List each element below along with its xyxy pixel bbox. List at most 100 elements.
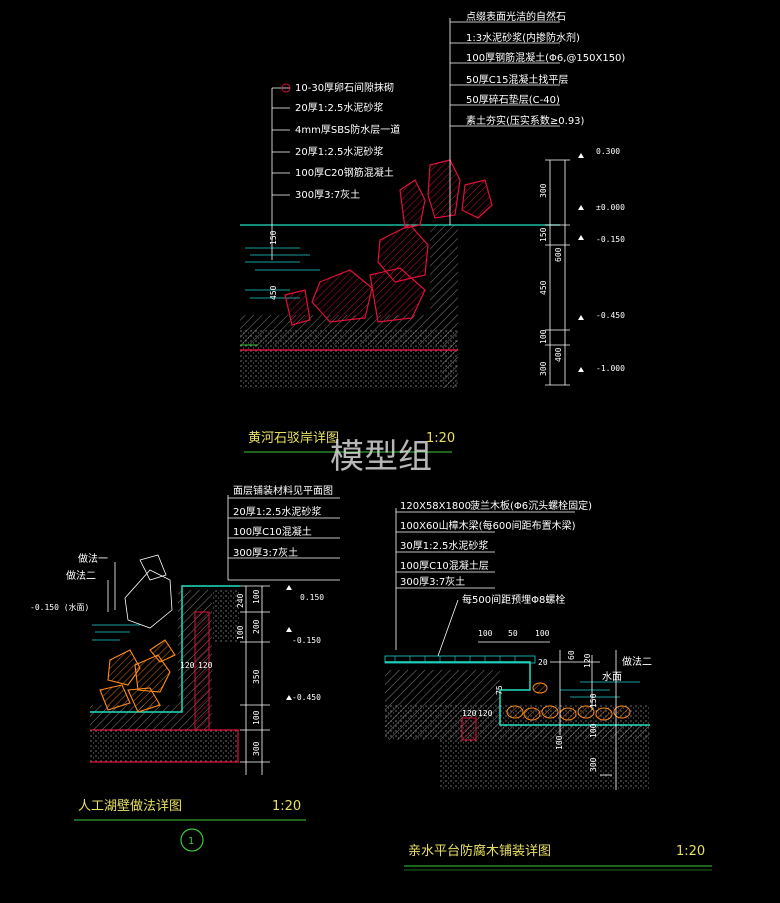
d3-top-dim-3: 100 (535, 629, 550, 638)
detail1-callout-marker (281, 83, 291, 93)
detail3-notes: 120X58X1800 菠兰木板(Φ6沉头螺栓固定) 100X60山樟木梁(每6… (400, 499, 652, 683)
d1-right-note-2: 1:3水泥砂浆(内掺防水剂) (466, 31, 580, 44)
d1-dim-1: 300 (539, 183, 548, 198)
d1-dim-6: 400 (554, 347, 563, 362)
detail3-red-column (461, 717, 477, 741)
d1-level-5: -1.000 (596, 364, 625, 373)
detail2-title: 人工湖壁做法详图 (78, 799, 182, 814)
d3-bolt-note: 每500间距预埋Φ8螺栓 (462, 593, 565, 606)
d2-tag-2: 做法二 (66, 569, 96, 582)
d3-wall-dim-1: 120 (462, 709, 477, 718)
d3-dim-1: 60 (567, 650, 576, 660)
detail1-right-leader (449, 18, 560, 225)
d1-dim-3: 600 (554, 247, 563, 262)
detail1-section (240, 18, 584, 388)
d1-left-note-5: 100厚C20钢筋混凝土 (295, 166, 394, 179)
d2-dim-3: 200 (252, 619, 261, 634)
d3-right-tag-1: 做法二 (622, 655, 652, 668)
d2-level-2: -0.150 (292, 636, 321, 645)
detail2-dim-labels: 240 100 200 100 350 100 300 120 120 (180, 589, 261, 756)
detail2-stones-white (124, 554, 173, 629)
d2-wall-dim-2: 120 (198, 661, 213, 670)
d2-note-3: 100厚C10混凝土 (233, 525, 312, 538)
d1-level-3: -0.150 (596, 235, 625, 244)
detail3-section (384, 508, 650, 790)
detail2-base-layer (90, 730, 238, 762)
d1-left-dim-1: 150 (269, 230, 278, 245)
d3-note-3: 30厚1:2.5水泥砂浆 (400, 539, 488, 552)
detail3-deck-boards (384, 655, 536, 664)
detail2-water-ripples (92, 624, 140, 641)
detail1-dim-labels: 300 150 600 450 100 400 300 150 450 (269, 183, 563, 376)
d3-note-2: 100X60山樟木梁(每600间距布置木梁) (400, 519, 576, 532)
d1-right-note-6: 素土夯实(压实系数≥0.93) (466, 114, 585, 127)
detail3-lower-soil (440, 740, 650, 790)
d3-note-4: 100厚C10混凝土层 (400, 559, 489, 572)
detail2-index-circle (180, 828, 204, 852)
d3-top-note: 菠兰木板(Φ6沉头螺栓固定) (470, 499, 592, 512)
d2-dim-2: 100 (252, 589, 261, 604)
d2-dim-5: 350 (252, 669, 261, 684)
detail2-level-markers (286, 585, 292, 700)
d3-top-dim-1: 100 (478, 629, 493, 638)
d1-right-note-4: 50厚C15混凝土找平层 (466, 73, 568, 86)
detail2-red-column (194, 611, 210, 731)
d1-right-note-3: 100厚钢筋混凝土(Φ6,@150X150) (466, 51, 625, 64)
d3-wall-dim-3: 75 (495, 685, 504, 695)
d2-dim-6: 100 (252, 710, 261, 725)
detail1-left-notes: 10-30厚卵石间隙抹砌 20厚1:2.5水泥砂浆 4mm厚SBS防水层一道 2… (295, 81, 400, 201)
d1-right-note-5: 50厚碎石垫层(C-40) (466, 93, 560, 106)
detail1-level-labels: 0.300 ±0.000 -0.150 -0.450 -1.000 (596, 147, 625, 373)
detail2-index-number: 1 (188, 836, 194, 847)
d1-left-dim-2: 450 (269, 285, 278, 300)
detail3-waterproof-line (385, 661, 650, 726)
detail2-stones-orange (99, 639, 176, 713)
d1-dim-7: 300 (539, 361, 548, 376)
d1-left-note-3: 4mm厚SBS防水层一道 (295, 123, 400, 136)
watermark-text: 模型组 (330, 437, 432, 477)
d3-dim-4: 20 (538, 658, 548, 667)
detail1-water-ripples (245, 247, 320, 299)
detail3-board-joints (394, 656, 516, 663)
detail3-water-ripples (560, 681, 640, 698)
detail1-right-dimension-lines (545, 159, 570, 386)
detail1-yellow-river-stones (284, 159, 493, 326)
detail1-level-markers (578, 153, 584, 372)
detail3-pebbles (506, 682, 631, 721)
d2-dim-1: 240 (236, 593, 245, 608)
d3-dim-7: 100 (555, 735, 564, 750)
d2-note-1: 面层铺装材料见平面图 (233, 484, 333, 497)
d3-dim-2: 120 (583, 653, 592, 668)
d1-dim-4: 450 (539, 280, 548, 295)
d2-wall-dim-1: 120 (180, 661, 195, 670)
d3-top-dim-2: 50 (508, 629, 518, 638)
d2-level-1: 0.150 (300, 593, 324, 602)
detail2-scale: 1:20 (272, 799, 301, 814)
d2-note-2: 20厚1:2.5水泥砂浆 (233, 505, 321, 518)
detail1-scale: 1:20 (426, 431, 455, 446)
d1-level-2: ±0.000 (596, 203, 625, 212)
d3-note-5: 300厚3:7灰土 (400, 575, 465, 588)
d2-dim-4: 100 (236, 625, 245, 640)
d1-left-note-4: 20厚1:2.5水泥砂浆 (295, 145, 383, 158)
d2-note-4: 300厚3:7灰土 (233, 546, 298, 559)
d2-tag-1: 做法一 (78, 552, 108, 565)
detail1-left-leader (271, 87, 290, 260)
d3-right-tag-2: 水面 (602, 671, 622, 683)
detail2-notes: 面层铺装材料见平面图 20厚1:2.5水泥砂浆 100厚C10混凝土 300厚3… (30, 484, 333, 702)
d1-left-note-6: 300厚3:7灰土 (295, 188, 360, 201)
d2-level-3: -0.450 (292, 693, 321, 702)
d2-water-level: -0.150 (水面) (30, 602, 89, 612)
d1-level-1: 0.300 (596, 147, 620, 156)
d1-dim-5: 100 (539, 329, 548, 344)
detail2-top-soil (212, 590, 240, 642)
d1-right-note-1: 点缀表面光洁的自然石 (466, 10, 566, 23)
detail1-title: 黄河石驳岸详图 (248, 431, 339, 446)
d1-left-note-2: 20厚1:2.5水泥砂浆 (295, 101, 383, 114)
d1-level-4: -0.450 (596, 311, 625, 320)
d3-dim-6: 300 (589, 757, 598, 772)
detail1-concrete-body (240, 225, 458, 388)
detail3-concrete-body (385, 670, 650, 740)
